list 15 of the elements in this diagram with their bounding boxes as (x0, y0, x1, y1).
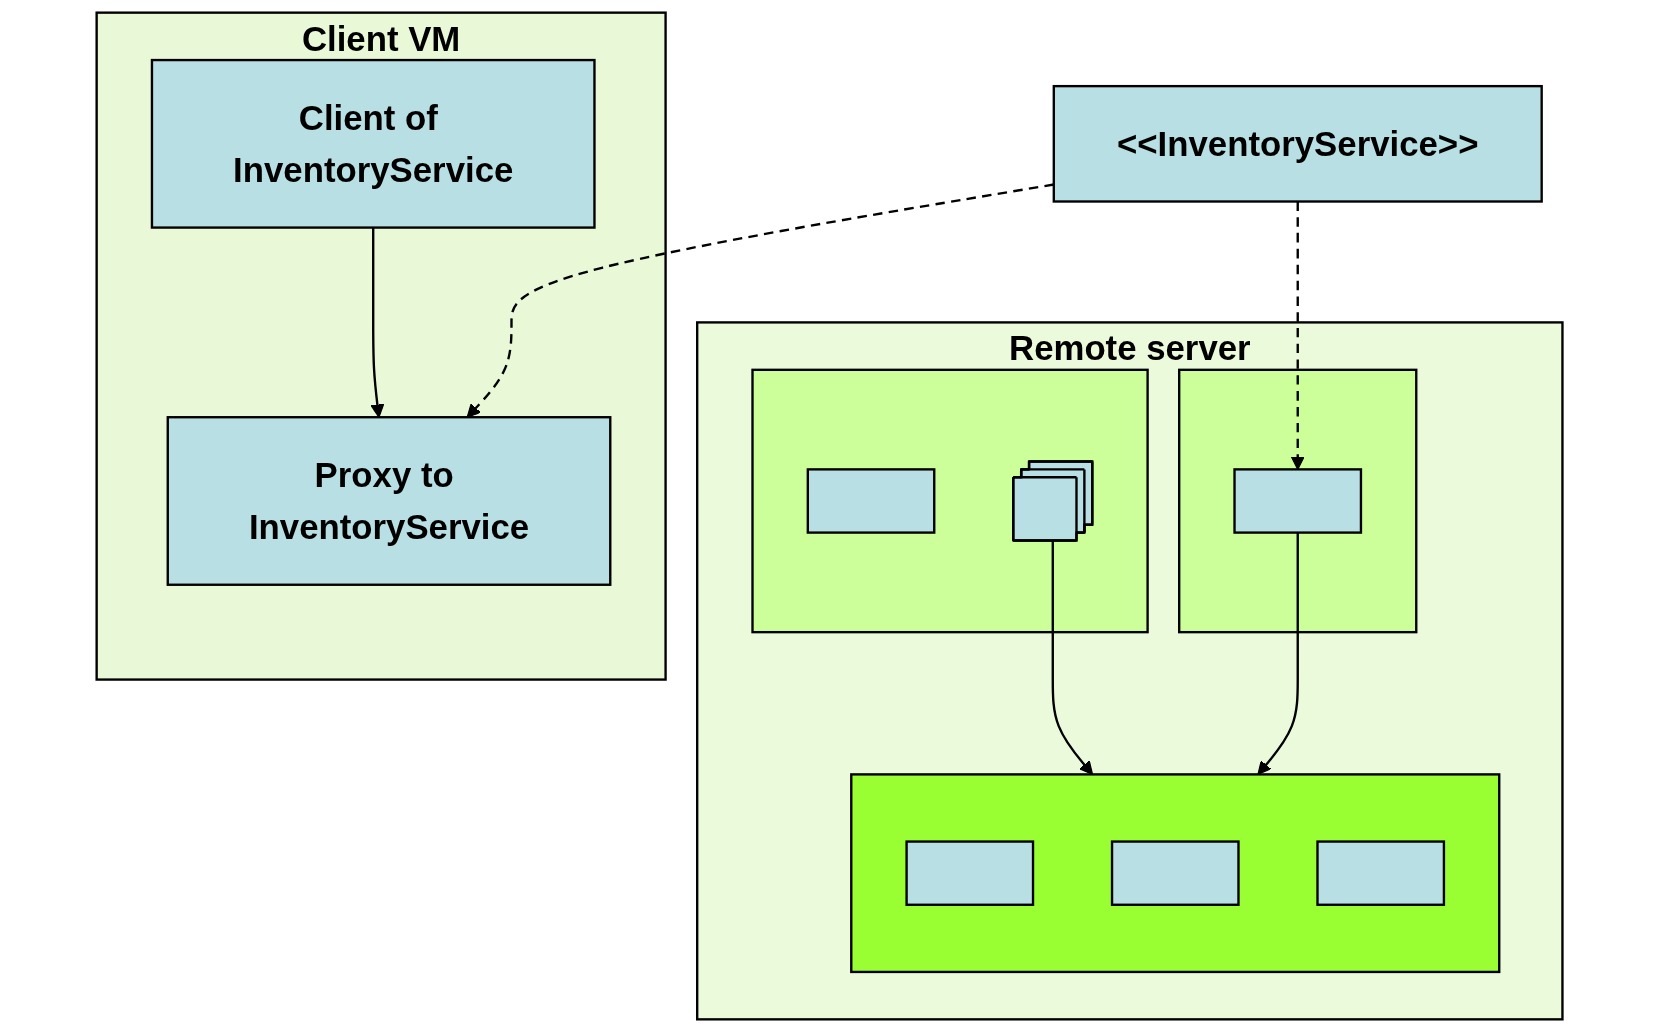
arrow (466, 183, 1054, 418)
arrow (370, 227, 385, 418)
node-box (1110, 840, 1240, 906)
arrow (1290, 201, 1305, 470)
cluster (1177, 368, 1418, 634)
node-box: <<InventoryService>> (1052, 84, 1543, 203)
node-box: Proxy to InventoryService (166, 416, 612, 586)
node-box (1233, 468, 1363, 534)
node-box (1316, 840, 1446, 906)
cluster: Remote server (695, 321, 1564, 1021)
node-box (806, 468, 936, 534)
node-box (905, 840, 1035, 906)
node-box: Client of InventoryService (150, 58, 596, 229)
cluster (850, 773, 1501, 974)
cluster (751, 368, 1149, 634)
